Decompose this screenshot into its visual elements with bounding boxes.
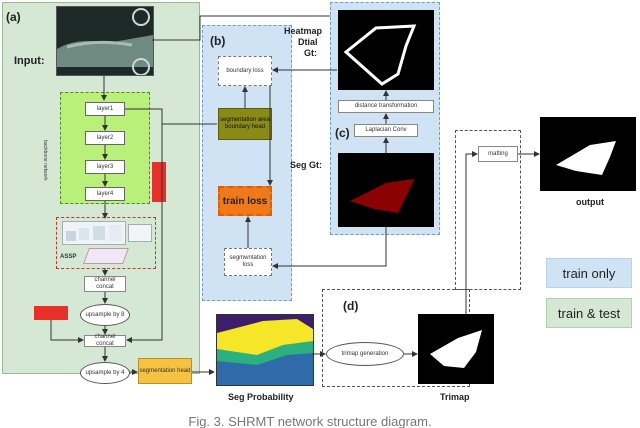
seg-area-boundary-head: segmentation area boundary head xyxy=(218,108,272,140)
trimap-shape xyxy=(430,330,482,368)
output-shape xyxy=(556,141,616,175)
assp-feature-maps xyxy=(62,221,126,245)
red-block-horizontal xyxy=(34,306,68,320)
legend-train-only: train only xyxy=(546,258,632,288)
channel-concat-2: channel concat xyxy=(84,334,126,347)
heatmap-label: Heatmap xyxy=(284,26,323,36)
dtial-label: Dtial xyxy=(298,37,318,47)
layer3-box: layer3 xyxy=(85,160,125,174)
matting-box: matting xyxy=(478,146,518,162)
seg-gt-image xyxy=(338,153,434,227)
legend-train-test: train & test xyxy=(546,298,632,328)
panel-b-label: (b) xyxy=(210,34,226,48)
assp-feature-art xyxy=(66,225,122,241)
trimap-image xyxy=(418,314,494,384)
seg-probability-label: Seg Probability xyxy=(228,392,294,402)
input-image-art xyxy=(57,7,153,76)
output-image xyxy=(540,117,636,191)
heatmap-contour xyxy=(343,24,417,86)
seg-gt-shape xyxy=(350,179,414,213)
boundary-loss-box: boundary loss xyxy=(218,56,272,86)
segmentation-head: segmentation head xyxy=(138,358,192,384)
channel-concat-1: channel concat xyxy=(84,276,126,292)
layer4-box: layer4 xyxy=(85,187,125,201)
trimap-generation: trimap generation xyxy=(326,342,404,366)
panel-c-label: (c) xyxy=(335,126,350,140)
seg-probability-plot xyxy=(217,315,313,385)
segmentation-loss-box: segmwntation loss xyxy=(224,248,272,276)
output-label: output xyxy=(576,197,604,207)
input-image xyxy=(56,6,154,76)
layer2-box: layer2 xyxy=(85,131,125,145)
assp-pool-map xyxy=(128,224,152,242)
train-loss-box: train loss xyxy=(218,186,272,216)
laplacian-conv-box: Laplacian Conv xyxy=(354,124,418,137)
seg-gt-label: Seg Gt: xyxy=(290,160,323,170)
trimap-label: Trimap xyxy=(440,392,470,402)
input-label: Input: xyxy=(14,55,45,67)
heatmap-image xyxy=(338,10,434,90)
upsample-by-4: upsample by 4 xyxy=(80,362,130,384)
gt-label: Gt: xyxy=(304,48,317,58)
panel-d-label: (d) xyxy=(343,299,359,313)
layer1-box: layer1 xyxy=(85,102,125,116)
matting-panel xyxy=(455,130,521,290)
assp-label: ASSP xyxy=(60,254,77,260)
seg-probability-image xyxy=(216,314,314,386)
upsample-by-8: upsample by 8 xyxy=(80,304,130,326)
panel-a-label: (a) xyxy=(6,10,21,24)
distance-transformation-box: distance transformation xyxy=(338,100,434,113)
